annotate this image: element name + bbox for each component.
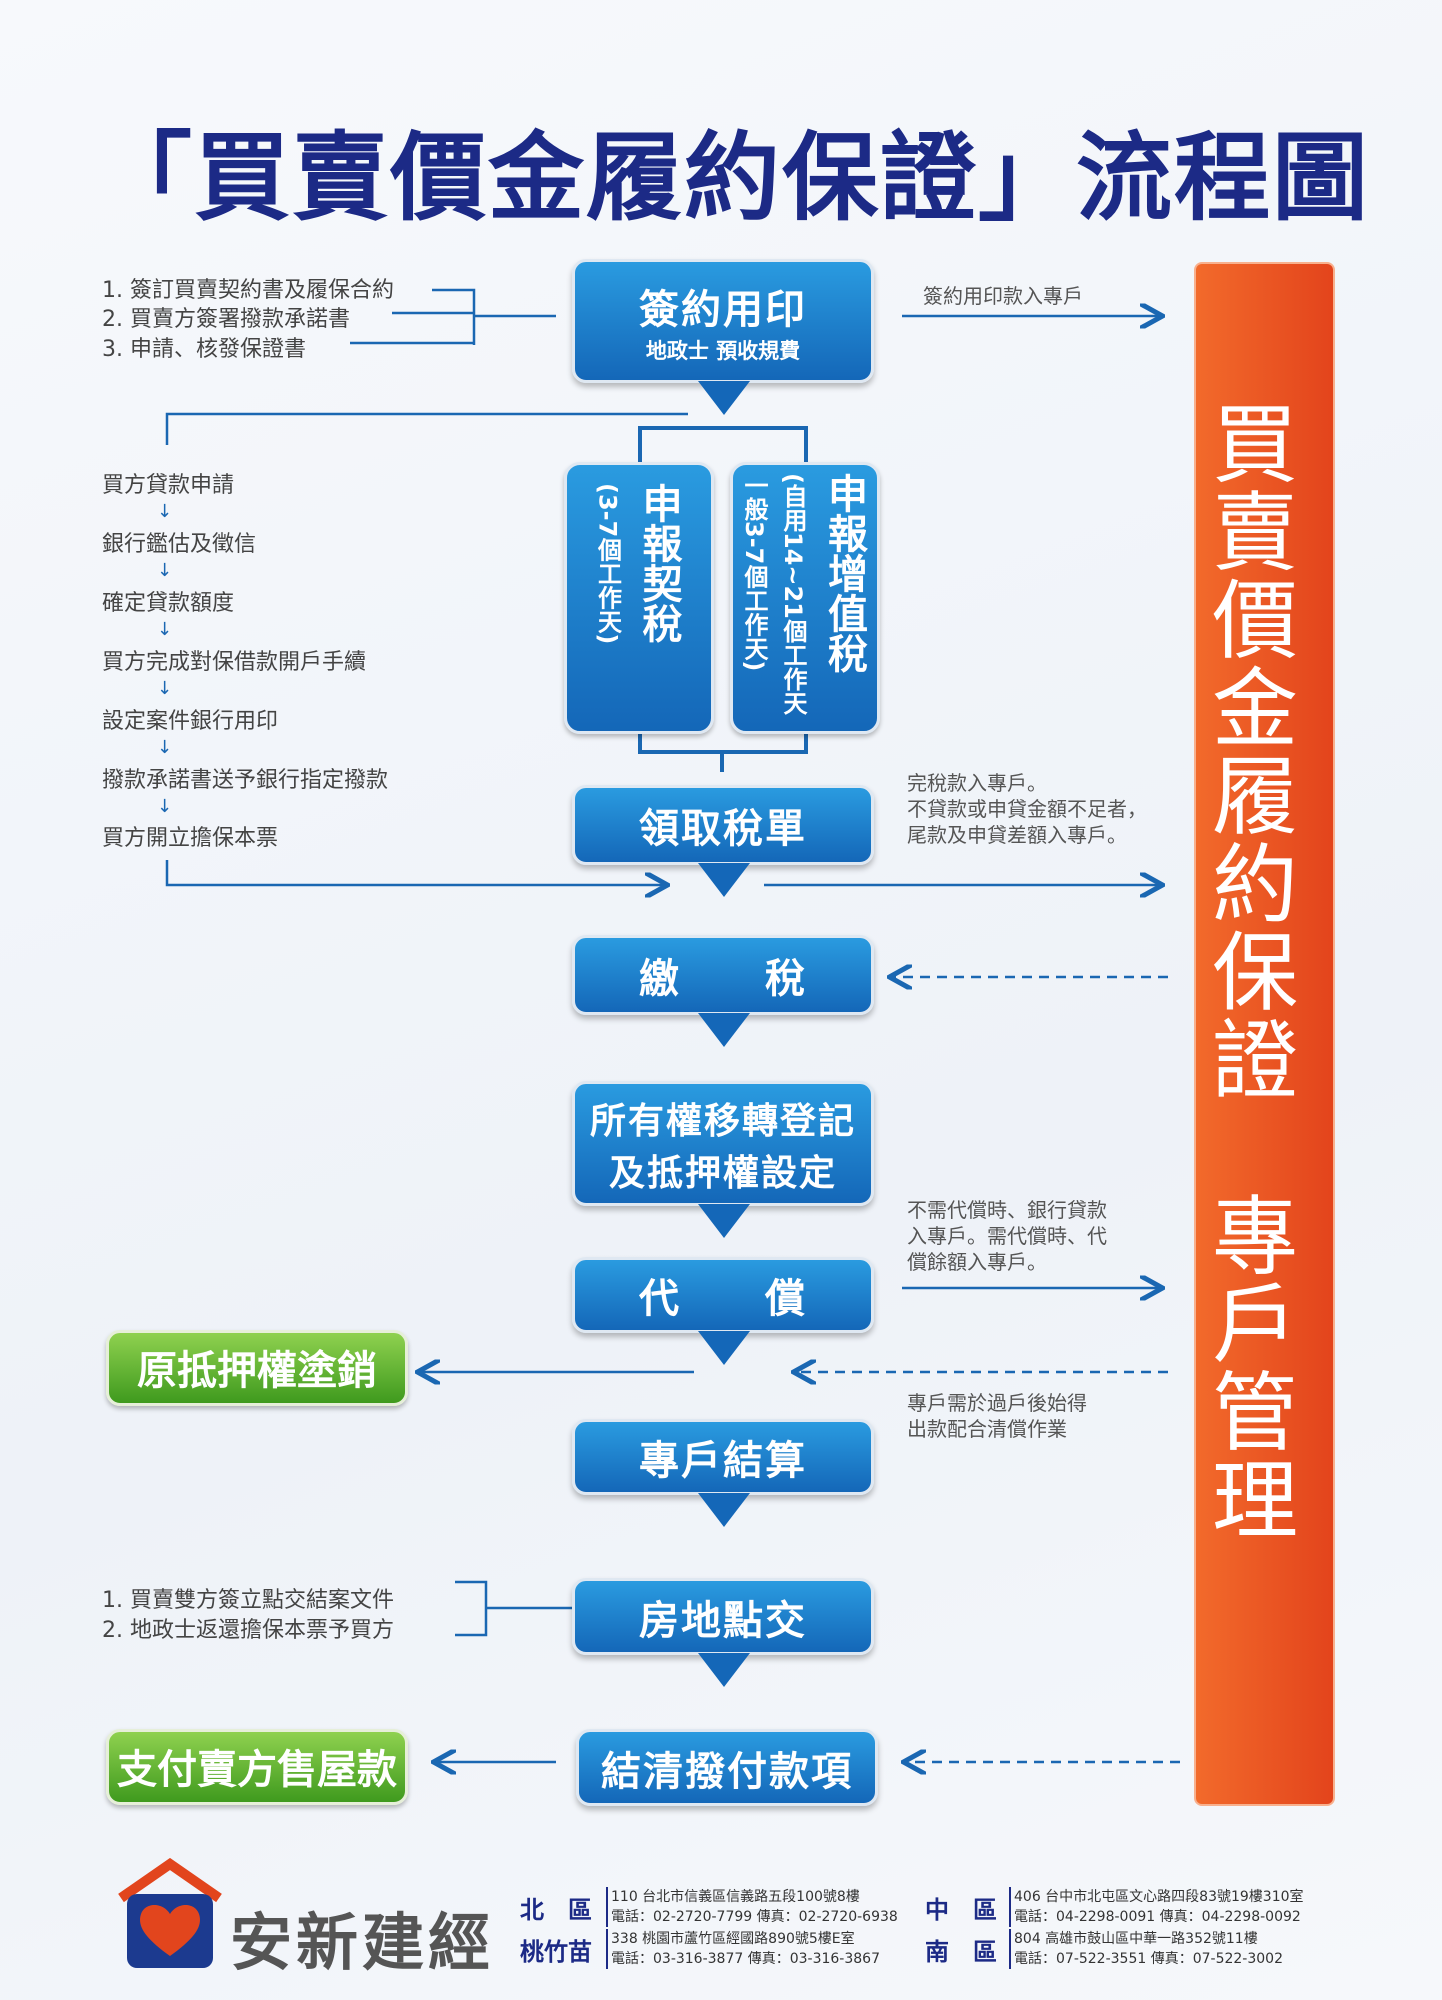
handover-list-1: 1. 買賣雙方簽立點交結案文件	[102, 1588, 394, 1613]
step-sign-title: 簽約用印	[639, 287, 807, 333]
loan-step: 買方完成對保借款開戶手續	[102, 650, 367, 675]
tax-bracket	[638, 426, 808, 772]
down-arrow-icon	[698, 863, 750, 897]
step-label: 代 償	[639, 1276, 807, 1322]
land-tax-sub2: 一般3-7個工作天)	[740, 473, 768, 672]
sign-bracket	[350, 288, 556, 345]
step-final: 結清撥付款項	[576, 1729, 878, 1806]
handover-bracket	[455, 1580, 572, 1637]
region-central: 中 區	[925, 1896, 997, 1924]
land-tax-title: 申報增值稅	[821, 473, 867, 673]
sign-list-2: 2. 買賣方簽署撥款承諾書	[102, 307, 350, 332]
step-sign: 簽約用印地政士 預收規費	[572, 259, 874, 383]
sign-list-3: 3. 申請、核發保證書	[102, 337, 306, 362]
note-repay: 不需代償時、銀行貸款入專戶。需代償時、代償餘額入專戶。	[907, 1198, 1107, 1274]
region-south: 南 區	[925, 1938, 997, 1966]
step-settle: 專戶結算	[572, 1419, 874, 1495]
region-north: 北 區	[520, 1896, 592, 1924]
sign-list-1: 1. 簽訂買賣契約書及履保合約	[102, 278, 394, 303]
down-arrow-icon	[698, 381, 750, 415]
loan-step: 買方開立擔保本票	[102, 826, 279, 851]
loan-branch-line	[165, 412, 688, 445]
step-land-tax: 申報增值稅 (自用14~21個工作天一般3-7個工作天)	[730, 462, 880, 734]
step-label: 繳 稅	[639, 956, 807, 1002]
down-arrow-icon	[698, 1013, 750, 1047]
note-tax: 完稅款入專戶。不貸款或申貸金額不足者，尾款及申貸差額入專戶。	[907, 771, 1147, 847]
region-tzm: 桃竹苗	[520, 1938, 592, 1966]
land-tax-sub1: (自用14~21個工作天	[779, 473, 807, 715]
step-handover: 房地點交	[572, 1578, 874, 1655]
deed-tax-sub: (3-7個工作天)	[593, 483, 622, 645]
svg-text:↓: ↓	[157, 678, 172, 699]
deed-tax-title: 申報契稅	[635, 483, 682, 643]
company-name: 安新建經	[230, 1906, 495, 1979]
loan-step: 設定案件銀行用印	[102, 709, 279, 734]
step-label: 所有權移轉登記	[589, 1100, 856, 1142]
page-title: 「買賣價金履約保證」流程圖	[96, 122, 1370, 234]
step-deed-tax: 申報契稅 (3-7個工作天)	[564, 462, 714, 734]
svg-text:↓: ↓	[157, 619, 172, 640]
svg-text:↓: ↓	[157, 737, 172, 758]
step-label: 領取稅單	[639, 806, 807, 852]
step-transfer: 所有權移轉登記及抵押權設定	[572, 1081, 874, 1206]
office-tzm: 338 桃園市蘆竹區經國路890號5樓E室電話：03-316-3877 傳真：0…	[606, 1929, 880, 1969]
arrow-loan-to-flow	[165, 860, 665, 885]
escrow-account-bar: 買賣價金履約保證 專戶管理	[1194, 262, 1335, 1806]
loan-step: 撥款承諾書送予銀行指定撥款	[102, 768, 389, 793]
pay-seller-box: 支付賣方售屋款	[106, 1729, 408, 1805]
cancel-mortgage-box: 原抵押權塗銷	[106, 1330, 408, 1406]
step-label: 專戶結算	[639, 1438, 807, 1484]
step-label: 結清撥付款項	[601, 1748, 853, 1795]
down-arrow-icon	[698, 1331, 750, 1365]
step-receive: 領取稅單	[572, 785, 874, 865]
step-pay-tax: 繳 稅	[572, 935, 874, 1015]
svg-text:↓: ↓	[157, 560, 172, 581]
step-label: 及抵押權設定	[608, 1152, 837, 1194]
note-settle: 專戶需於過戶後始得出款配合清償作業	[907, 1391, 1087, 1441]
step-sign-sub: 地政士 預收規費	[645, 339, 801, 363]
down-arrow-icon	[698, 1653, 750, 1687]
company-logo-icon	[118, 1858, 222, 1968]
note-sign: 簽約用印款入專戶	[923, 284, 1083, 308]
loan-step: 買方貸款申請	[102, 473, 235, 498]
escrow-account-label: 買賣價金履約保證 專戶管理	[1196, 399, 1297, 1543]
handover-list-2: 2. 地政士返還擔保本票予買方	[102, 1618, 394, 1643]
office-south: 804 高雄市鼓山區中華一路352號11樓電話：07-522-3551 傳真：0…	[1009, 1929, 1283, 1969]
down-arrow-icon	[698, 1204, 750, 1238]
svg-text:↓: ↓	[157, 796, 172, 817]
office-central: 406 台中市北屯區文心路四段83號19樓310室電話：04-2298-0091…	[1009, 1887, 1304, 1927]
office-north: 110 台北市信義區信義路五段100號8樓電話：02-2720-7799 傳真：…	[606, 1887, 898, 1927]
svg-text:↓: ↓	[157, 501, 172, 522]
step-label: 房地點交	[639, 1597, 807, 1644]
step-repay: 代 償	[572, 1257, 874, 1333]
loan-step: 銀行鑑估及徵信	[102, 532, 257, 557]
loan-down-arrows: ↓ ↓ ↓ ↓ ↓ ↓	[157, 501, 172, 817]
loan-step: 確定貸款額度	[102, 591, 235, 616]
down-arrow-icon	[698, 1493, 750, 1527]
